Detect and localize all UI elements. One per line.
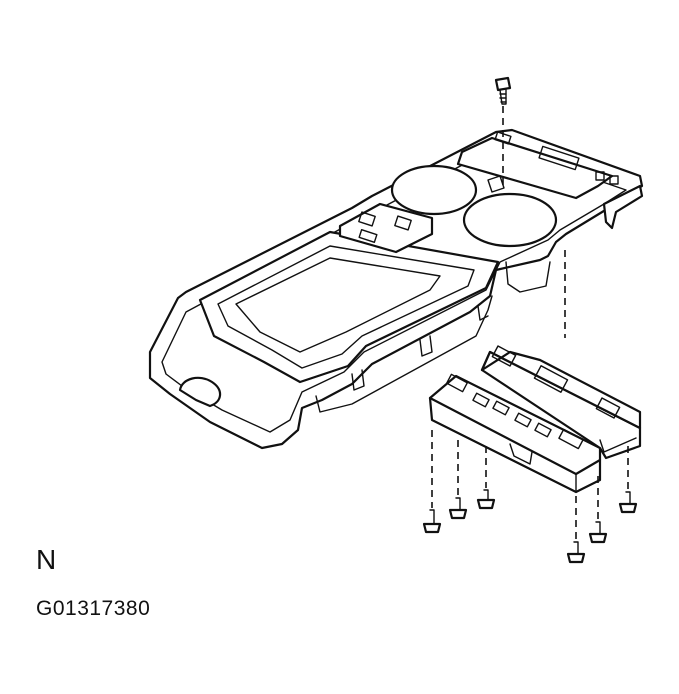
- screw-1: [422, 509, 442, 534]
- screw-6: [618, 491, 638, 514]
- console-switch-1: [358, 211, 376, 227]
- figure-code: G01317380: [36, 597, 151, 620]
- screw-2: [448, 497, 468, 520]
- console-switch-pad: [338, 202, 434, 254]
- console-switch-3: [358, 229, 378, 243]
- console-switch-2: [394, 215, 412, 231]
- console-skirt-tab-3: [477, 305, 489, 321]
- window-switch-assembly: [428, 345, 642, 494]
- upper-screw: [494, 76, 512, 105]
- lower-screws: [422, 430, 638, 564]
- screw-5: [588, 521, 608, 544]
- screw-3: [476, 489, 496, 510]
- rear-button-2: [609, 175, 619, 185]
- console-side-skirt: [315, 295, 493, 413]
- console-skirt-tab-2: [419, 335, 433, 357]
- view-letter: N: [36, 544, 57, 575]
- rear-slot: [538, 145, 580, 171]
- storage-tray-inner: [217, 245, 475, 369]
- rear-trim-opening: [456, 136, 614, 200]
- console-rear-wall: [602, 184, 644, 230]
- rear-button-1: [595, 171, 605, 181]
- cup-holder-rear: [390, 164, 478, 216]
- cup-holder-front-wall: [505, 261, 551, 293]
- rear-tab: [487, 175, 505, 193]
- cup-holder-front: [462, 192, 558, 248]
- console-skirt-tab-1: [351, 369, 365, 391]
- storage-tray-floor: [235, 257, 441, 353]
- console-front-notch: [178, 376, 222, 408]
- storage-tray: [198, 230, 500, 384]
- console-inner-rim: [161, 145, 627, 433]
- screw-4: [566, 541, 586, 564]
- rear-small-slot: [494, 131, 512, 145]
- center-console: [148, 128, 644, 450]
